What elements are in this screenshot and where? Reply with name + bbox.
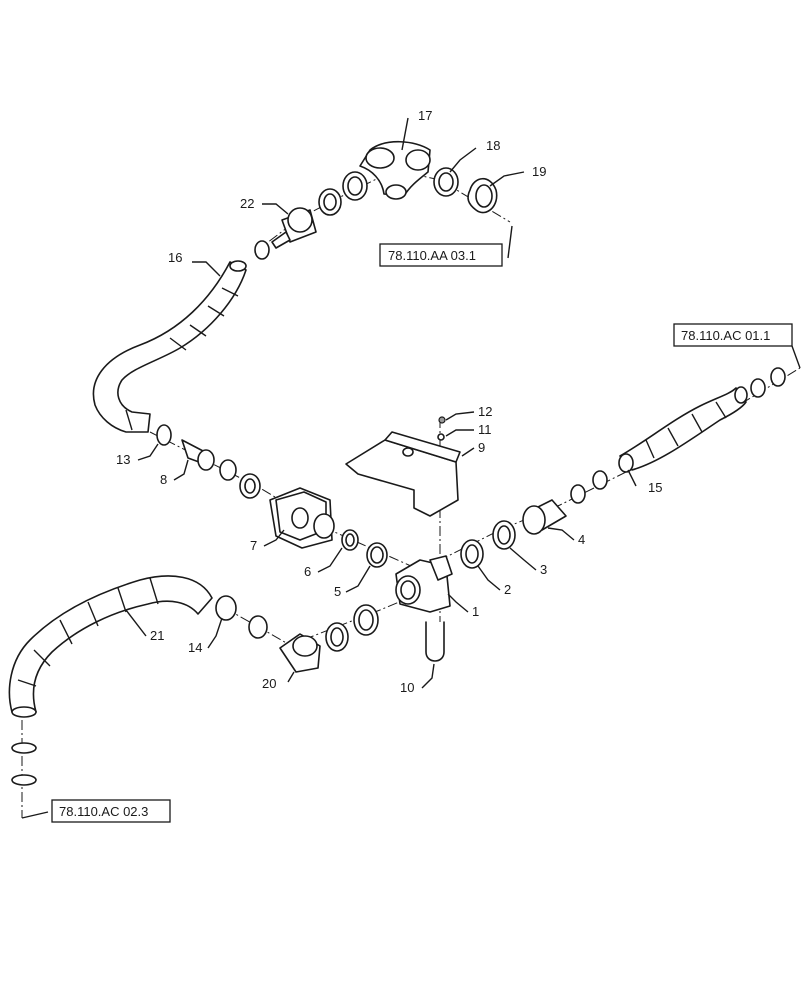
callout-3: 3	[540, 562, 547, 577]
washer-11	[437, 433, 445, 441]
clamp-middle-c	[570, 484, 586, 504]
hose-15-end	[618, 453, 634, 473]
hose-16-end	[229, 260, 247, 272]
callout-20: 20	[262, 676, 276, 691]
callout-12: 12	[478, 404, 492, 419]
clamp-upper-small	[254, 240, 270, 260]
clamp-14	[215, 595, 237, 621]
reference-label-ac-02-3: 78.110.AC 02.3	[59, 804, 148, 819]
callout-11: 11	[478, 422, 492, 437]
clamp-right-b	[770, 367, 786, 387]
callout-10: 10	[400, 680, 414, 695]
callout-13: 13	[116, 452, 130, 467]
reference-label-ac-01-1: 78.110.AC 01.1	[681, 328, 770, 343]
callout-21: 21	[150, 628, 164, 643]
clamp-middle-d	[592, 470, 608, 490]
hose-21	[8, 575, 213, 713]
axis-middle	[149, 367, 801, 571]
callout-6: 6	[304, 564, 311, 579]
clamp-left-a	[11, 742, 37, 754]
bolt-12	[438, 416, 446, 424]
hose-21-end	[11, 706, 37, 718]
callout-7: 7	[250, 538, 257, 553]
callout-2: 2	[504, 582, 511, 597]
callout-15: 15	[648, 480, 662, 495]
callout-18: 18	[486, 138, 500, 153]
callout-1: 1	[472, 604, 479, 619]
clamp-13	[156, 424, 172, 446]
callout-19: 19	[532, 164, 546, 179]
callout-14: 14	[188, 640, 202, 655]
clamp-left-b	[11, 774, 37, 786]
hose-15	[619, 387, 747, 471]
reference-78-110-ac-01-1[interactable]: 78.110.AC 01.1	[673, 323, 793, 347]
clamp-right-a	[750, 378, 766, 398]
clamp-middle-a	[219, 459, 237, 481]
clamp-lower-a	[248, 615, 268, 639]
callout-17: 17	[418, 108, 432, 123]
reference-78-110-ac-02-3[interactable]: 78.110.AC 02.3	[51, 799, 171, 823]
callout-8: 8	[160, 472, 167, 487]
reference-label-aa-03-1: 78.110.AA 03.1	[388, 248, 476, 263]
callout-22: 22	[240, 196, 254, 211]
callout-4: 4	[578, 532, 585, 547]
callout-5: 5	[334, 584, 341, 599]
hose-16	[92, 261, 247, 433]
callout-16: 16	[168, 250, 182, 265]
reference-78-110-aa-03-1[interactable]: 78.110.AA 03.1	[379, 243, 503, 267]
u-bolt-10	[425, 621, 445, 662]
callout-9: 9	[478, 440, 485, 455]
